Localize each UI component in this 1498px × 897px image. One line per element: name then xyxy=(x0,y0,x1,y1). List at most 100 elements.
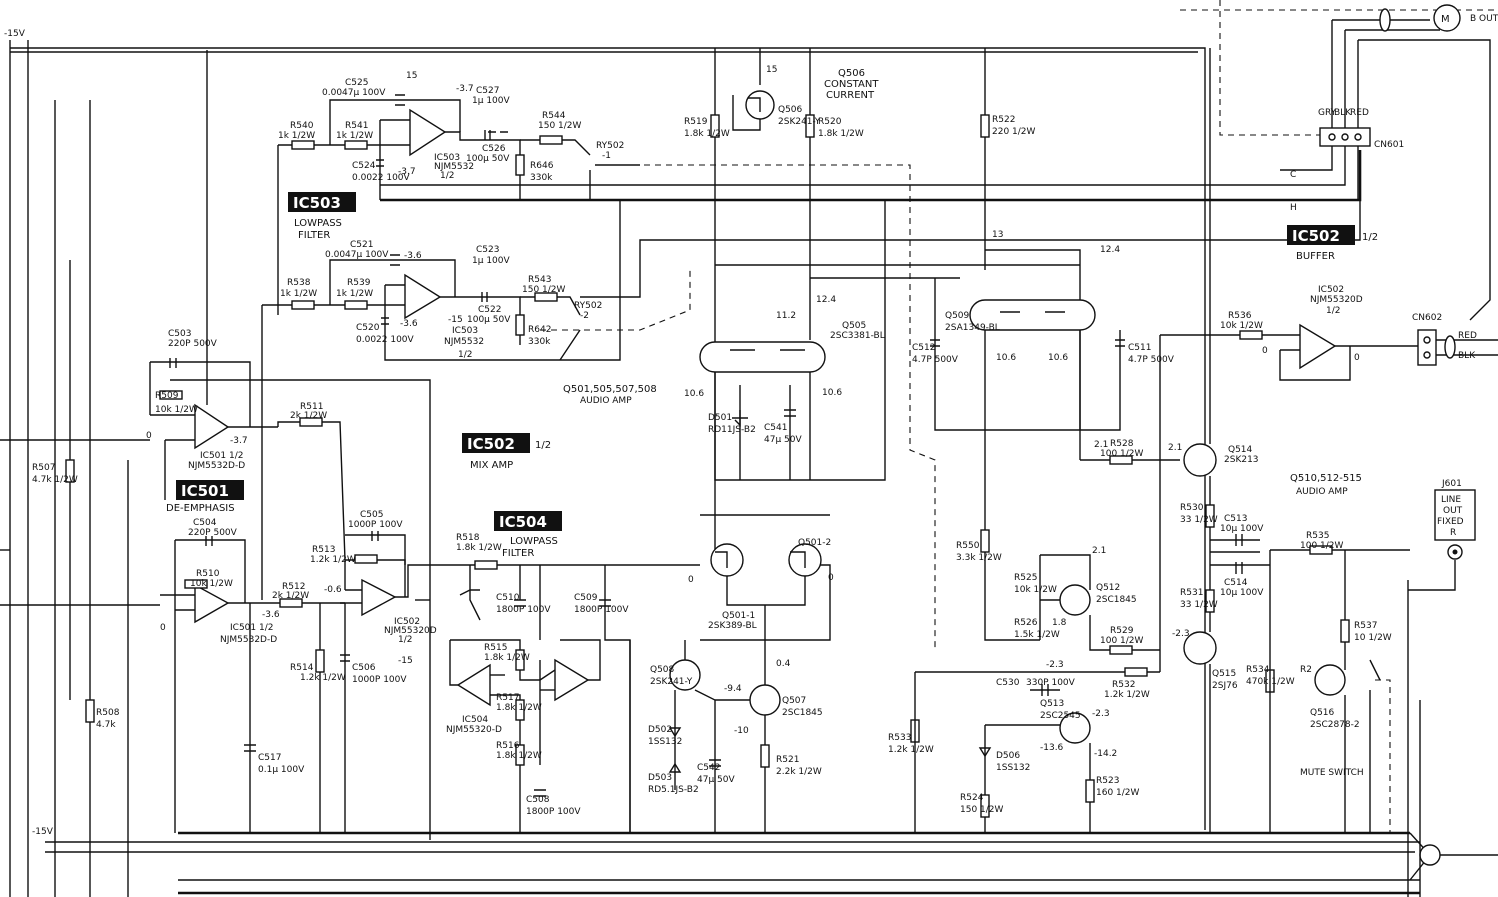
capacitor-value: 220P 500V xyxy=(168,339,218,349)
resistor-value: 1.2k 1/2W xyxy=(888,745,934,755)
resistor-ref: R525 xyxy=(1014,573,1037,583)
resistor-ref: R509 xyxy=(155,391,179,401)
capacitor-ref: C541 xyxy=(764,423,787,433)
capacitor-value: 100μ 50V xyxy=(466,154,510,164)
capacitor-ref: C505 xyxy=(360,510,383,520)
resistor-value: 220 1/2W xyxy=(992,127,1036,137)
q506-title: CURRENT xyxy=(826,90,875,101)
voltage-label: 0 xyxy=(146,431,152,441)
rail-label-top: -15V xyxy=(4,29,26,39)
resistor-ref: R550 xyxy=(956,541,980,551)
resistor-value: 1.2k 1/2W xyxy=(310,555,356,565)
resistor-ref: R512 xyxy=(282,582,305,592)
resistor-r510 xyxy=(184,579,208,589)
capacitor-ref: C503 xyxy=(168,329,191,339)
resistor-ref: R531 xyxy=(1180,588,1203,598)
opamp-ref: IC502 xyxy=(1318,285,1344,295)
capacitor-ref: C522 xyxy=(478,305,501,315)
line-h-label: H xyxy=(1290,203,1297,213)
output-stage-section xyxy=(930,48,1410,833)
transistor-part: 2SK389-BL xyxy=(708,621,757,631)
voltage-label: 0 xyxy=(688,575,694,585)
capacitor-ref: C530 xyxy=(996,678,1020,688)
resistor-value: 10k 1/2W xyxy=(155,405,198,415)
resistor-ref: R543 xyxy=(528,275,551,285)
resistor-r507 xyxy=(65,459,75,483)
cn601-pin-label: GRY xyxy=(1318,108,1337,118)
opamp-ref: IC504 xyxy=(462,715,488,725)
transistor-part: 2SK241-Y xyxy=(650,677,693,687)
resistor-ref: R530 xyxy=(1180,503,1204,513)
resistor-r516 xyxy=(515,744,525,766)
connectors xyxy=(380,4,1498,591)
rail-label-bottom: -15V xyxy=(32,827,54,837)
diode-part: 1SS132 xyxy=(648,737,682,747)
transistor-q512 xyxy=(1059,584,1091,616)
voltage-label: 0 xyxy=(1354,353,1360,363)
resistor-r540 xyxy=(291,140,315,150)
resistor-r518 xyxy=(474,560,498,570)
voltage-label: -14.2 xyxy=(1094,749,1117,759)
voltage-label: 2.1 xyxy=(1092,546,1106,556)
voltage-label: -3.7 xyxy=(230,436,248,446)
voltage-label: 11.2 xyxy=(776,311,796,321)
capacitor-ref: C513 xyxy=(1224,514,1247,524)
resistor-value: 4.7k 1/2W xyxy=(32,475,78,485)
j601-box-text: LINE xyxy=(1441,495,1461,505)
opamp-part: NJM5532D-D xyxy=(188,461,245,471)
resistor-value: 100 1/2W xyxy=(1100,449,1144,459)
resistor-value: 2k 1/2W xyxy=(272,591,309,601)
audio-amp-sublabel: AUDIO AMP xyxy=(580,396,632,406)
resistor-ref: R515 xyxy=(484,643,507,653)
voltage-label: -2.3 xyxy=(1092,709,1110,719)
resistor-value: 1.8k 1/2W xyxy=(456,543,502,553)
capacitor-value: 10μ 100V xyxy=(1220,588,1264,598)
resistor-r512 xyxy=(279,598,303,608)
resistor-ref: R522 xyxy=(992,115,1015,125)
resistor-ref: R539 xyxy=(347,278,371,288)
opamp-labels: IC503 NJM5532 1/2 IC503 NJM5532 1/2 IC50… xyxy=(188,153,1363,735)
opamp-ic504b xyxy=(554,658,590,702)
capacitor-value: 1μ 100V xyxy=(472,256,510,266)
opamp-half: 1/2 xyxy=(458,350,472,360)
j601-box-text: OUT xyxy=(1443,506,1463,516)
resistor-ref: R524 xyxy=(960,793,984,803)
transistor-ref: Q513 xyxy=(1040,699,1064,709)
tag-ic502buf-desc1: BUFFER xyxy=(1296,251,1335,262)
cn601-label: CN601 xyxy=(1374,140,1404,150)
capacitor-value: 0.0022 100V xyxy=(352,173,411,183)
resistor-ref: R511 xyxy=(300,402,323,412)
resistor-ref: R518 xyxy=(456,533,480,543)
resistor-value: 1k 1/2W xyxy=(278,131,315,141)
transistor-ref: Q501-2 xyxy=(798,538,831,548)
capacitor-ref: C506 xyxy=(352,663,376,673)
voltage-label: 13 xyxy=(992,230,1003,240)
tag-ic504-name: IC504 xyxy=(499,513,547,531)
jack-box-j601 xyxy=(1434,489,1476,541)
capacitor-value: 1000P 100V xyxy=(348,520,403,530)
resistor-r550 xyxy=(980,529,990,553)
voltage-label: -15 xyxy=(448,315,463,325)
voltage-label: 15 xyxy=(406,71,417,81)
capacitor-value: 0.0047μ 100V xyxy=(322,88,386,98)
capacitor-labels: C525 0.0047μ 100V C527 1μ 100V C526 100μ… xyxy=(168,78,1264,817)
resistor-r513 xyxy=(354,554,378,564)
resistor-ref: R646 xyxy=(530,161,554,171)
opamp-part: NJM55320-D xyxy=(446,725,502,735)
block-tag-ic504: IC504 LOWPASS FILTER xyxy=(494,511,562,559)
resistor-r521 xyxy=(760,744,770,768)
resistor-value: 1.2k 1/2W xyxy=(300,673,346,683)
resistor-ref: R541 xyxy=(345,121,368,131)
cn601-pin-label: RED xyxy=(1350,108,1369,118)
connector-cn602 xyxy=(1417,329,1437,366)
resistor-r519 xyxy=(710,114,720,138)
opamp-ref: IC501 1/2 xyxy=(200,451,243,461)
resistor-value: 10 1/2W xyxy=(1354,633,1392,643)
resistor-r517 xyxy=(515,699,525,721)
block-tag-ic501: IC501 DE-EMPHASIS xyxy=(166,480,244,514)
resistor-value: 470k 1/2W xyxy=(1246,677,1295,687)
tag-ic503-desc2: FILTER xyxy=(298,230,330,241)
block-tag-ic502-mix: IC502 1/2 MIX AMP xyxy=(462,433,551,471)
tag-ic503-desc1: LOWPASS xyxy=(294,218,342,229)
transistor-q514 xyxy=(1183,443,1217,477)
